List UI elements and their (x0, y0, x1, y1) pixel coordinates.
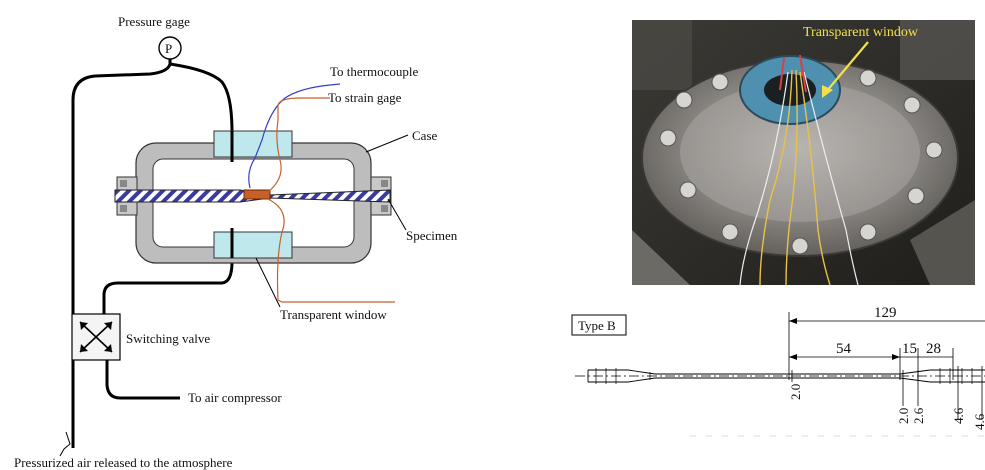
dim-thick-b: 2.6 (911, 407, 926, 424)
to-air-compressor-label: To air compressor (188, 390, 282, 405)
gage-symbol: P (165, 41, 172, 56)
dim-transition: 15 (902, 341, 917, 357)
dim-thick-gauge: 2.0 (788, 384, 803, 400)
dim-thick-a: 2.0 (896, 408, 911, 424)
specimen-label: Specimen (406, 228, 458, 243)
dim-thick-d: 4.6 (972, 413, 985, 430)
bottom-window (214, 232, 292, 258)
photo: Transparent window (632, 20, 975, 285)
strain-gage (244, 190, 270, 199)
dim-grip: 28 (926, 341, 941, 357)
case-label: Case (412, 128, 438, 143)
type-label: Type B (578, 318, 616, 333)
to-thermocouple-label: To thermocouple (330, 64, 418, 79)
released-label: Pressurized air released to the atmosphe… (14, 455, 233, 470)
dim-gauge: 54 (836, 341, 852, 357)
to-strain-gage-label: To strain gage (328, 90, 402, 105)
schematic: Pressure gage P (14, 14, 458, 470)
dim-overall: 129 (874, 305, 897, 321)
photo-window-label: Transparent window (803, 25, 919, 40)
top-window (214, 131, 292, 157)
transparent-window-label: Transparent window (280, 307, 387, 322)
dim-thick-c: 4.6 (951, 407, 966, 424)
dimension-drawing: Type B 129 54 15 28 (572, 305, 985, 436)
switching-valve-label: Switching valve (126, 331, 210, 346)
pressure-gage-label: Pressure gage (118, 14, 190, 29)
